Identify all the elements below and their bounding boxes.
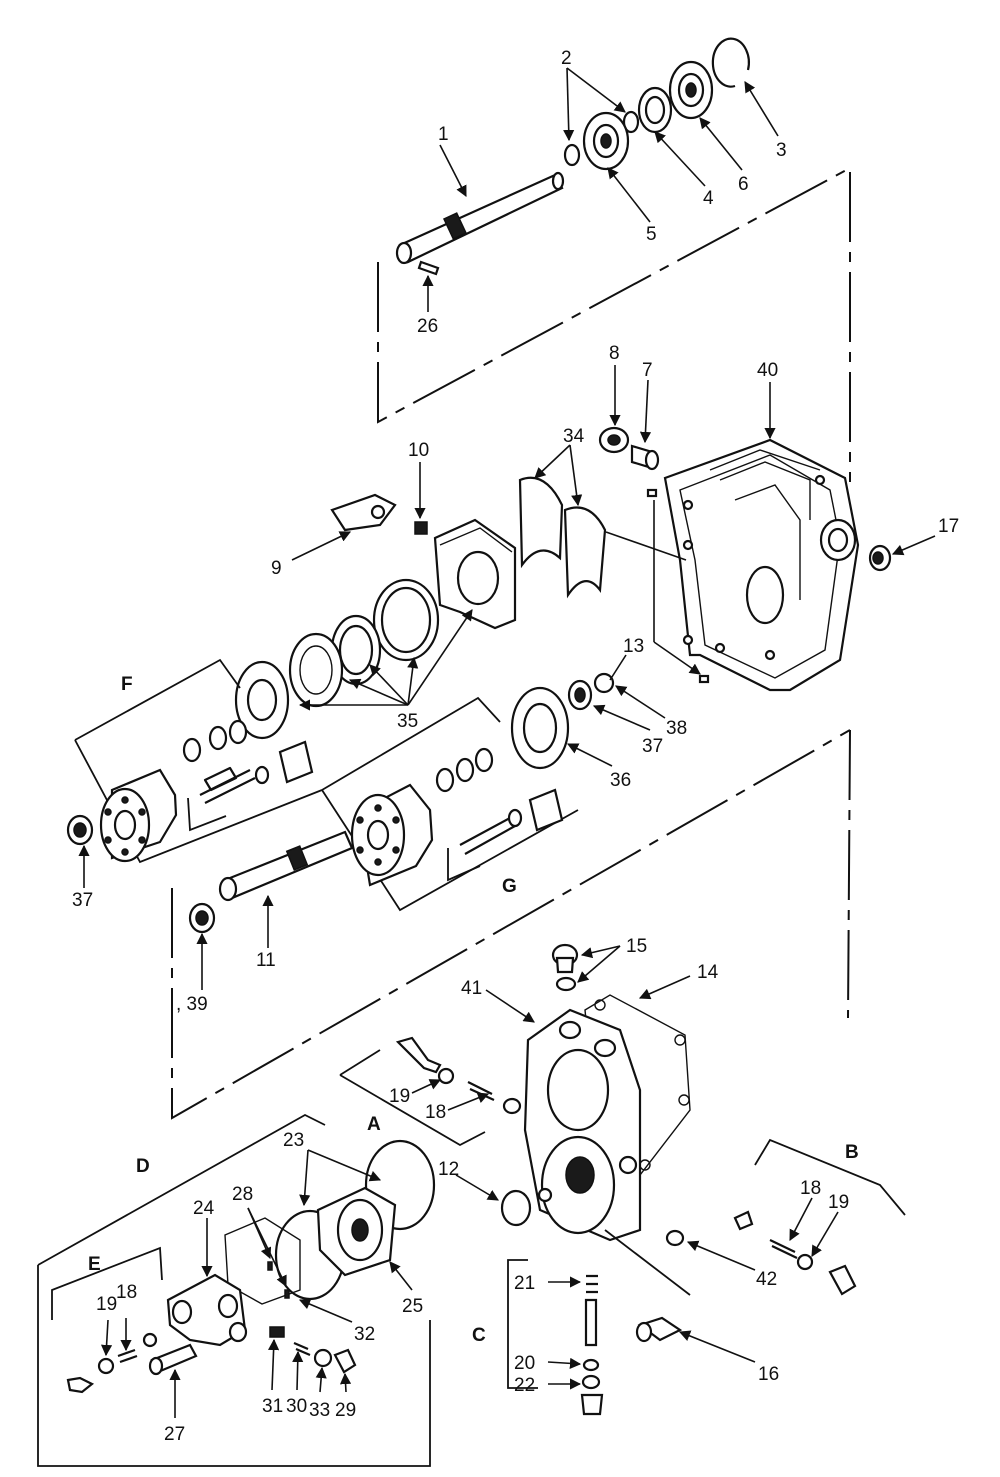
callout-26: 26: [417, 316, 438, 337]
callout-15: 15: [626, 936, 647, 957]
rotor-group-F: [74, 658, 323, 864]
valve-group-B: [733, 1138, 906, 1296]
pins-28: [267, 1261, 290, 1299]
thrust-assembly-35: [234, 578, 440, 740]
callout-18-E: 18: [116, 1282, 137, 1303]
callout-14: 14: [697, 962, 719, 983]
shaft-pin: [417, 260, 440, 276]
plug-38: [593, 672, 615, 694]
callout-3: 3: [776, 140, 787, 161]
pump-parts-31-30-33-29: [269, 1326, 357, 1374]
callout-12: 12: [438, 1159, 459, 1180]
callout-7: 7: [642, 360, 653, 381]
callout-5: 5: [646, 224, 657, 245]
callout-33: 33: [309, 1400, 330, 1421]
bearing-6: [668, 60, 714, 120]
dowel-pins-13: [646, 488, 710, 684]
callout-20: 20: [514, 1353, 535, 1374]
group-label-F: F: [121, 674, 133, 695]
swash-plate-arm-9: [330, 493, 397, 532]
valve-group-C: [507, 1229, 691, 1416]
callout-37-left: 37: [72, 890, 93, 911]
callout-29: 29: [335, 1400, 356, 1421]
callout-17: 17: [938, 516, 959, 537]
callout-13: 13: [623, 636, 644, 657]
callout-19-A: 19: [389, 1086, 410, 1107]
callout-22: 22: [514, 1375, 535, 1396]
callout-16: 16: [758, 1364, 779, 1385]
cap-screw-16: [635, 1316, 683, 1343]
bushing-8: [598, 426, 630, 454]
callout-41: 41: [461, 978, 482, 999]
callout-40: 40: [757, 360, 778, 381]
seal-rings-2: [563, 110, 640, 167]
housing-40: [663, 438, 860, 692]
bearing-plate-36: [510, 686, 570, 770]
callout-36: 36: [610, 770, 631, 791]
outline-D: [37, 1113, 431, 1467]
bushing-7: [630, 444, 660, 471]
callout-24: 24: [193, 1198, 215, 1219]
assembly-lines: [171, 166, 851, 1120]
block-10: [414, 521, 428, 535]
callout-6: 6: [738, 174, 749, 195]
callout-39: , 39: [176, 994, 208, 1015]
bearing-37-left: [66, 814, 94, 846]
callout-42: 42: [756, 1269, 777, 1290]
callout-18-A: 18: [425, 1102, 446, 1123]
input-shaft: [395, 171, 565, 265]
seal-12: [500, 1189, 532, 1227]
group-label-C: C: [472, 1325, 486, 1346]
callout-21: 21: [514, 1273, 535, 1294]
bearing-5: [582, 111, 630, 171]
washer-4: [637, 86, 673, 134]
callout-19-B: 19: [828, 1192, 849, 1213]
callout-35: 35: [397, 711, 418, 732]
charge-pump-25: [316, 1186, 397, 1277]
callout-27: 27: [164, 1424, 185, 1445]
bearing-halves-34: [518, 476, 607, 599]
callout-8: 8: [609, 343, 620, 364]
end-cover-41: [523, 1008, 642, 1242]
callout-38: 38: [666, 718, 687, 739]
output-shaft-11: [218, 830, 354, 902]
rotor-group-G: [321, 696, 579, 912]
bearing-39: [188, 902, 216, 934]
valve-group-A: [339, 1036, 522, 1147]
group-label-E: E: [88, 1254, 101, 1275]
callout-2: 2: [561, 48, 572, 69]
callout-25: 25: [402, 1296, 423, 1317]
bearing-37-right: [567, 679, 593, 711]
callout-28: 28: [232, 1184, 253, 1205]
callout-1: 1: [438, 124, 449, 145]
callout-19-E: 19: [96, 1294, 117, 1315]
group-label-D: D: [136, 1156, 150, 1177]
plug-42: [665, 1229, 685, 1247]
callout-18-B: 18: [800, 1178, 821, 1199]
cradle: [433, 518, 517, 630]
group-label-B: B: [845, 1142, 859, 1163]
callout-23: 23: [283, 1130, 304, 1151]
callout-30: 30: [286, 1396, 307, 1417]
callout-34: 34: [563, 426, 585, 447]
leader-lines: [78, 67, 936, 1418]
callout-31: 31: [262, 1396, 283, 1417]
callout-labels: 1 2 3 4 5 6 26 8 7 40 34 10 9 17 13 35 F…: [72, 48, 959, 1445]
callout-9: 9: [271, 558, 282, 579]
callout-32: 32: [354, 1324, 375, 1345]
group-label-G: G: [502, 876, 517, 897]
plug-15: [551, 943, 579, 992]
pump-body-24: [166, 1273, 248, 1347]
group-label-A: A: [367, 1114, 381, 1135]
callout-11: 11: [256, 950, 276, 971]
callout-4: 4: [703, 188, 714, 209]
cap-screw-27: [148, 1343, 198, 1376]
snap-ring-3: [711, 37, 750, 88]
valve-group-E: [51, 1246, 163, 1394]
callout-10: 10: [408, 440, 429, 461]
callout-37-right: 37: [642, 736, 663, 757]
plug-17: [868, 544, 892, 572]
